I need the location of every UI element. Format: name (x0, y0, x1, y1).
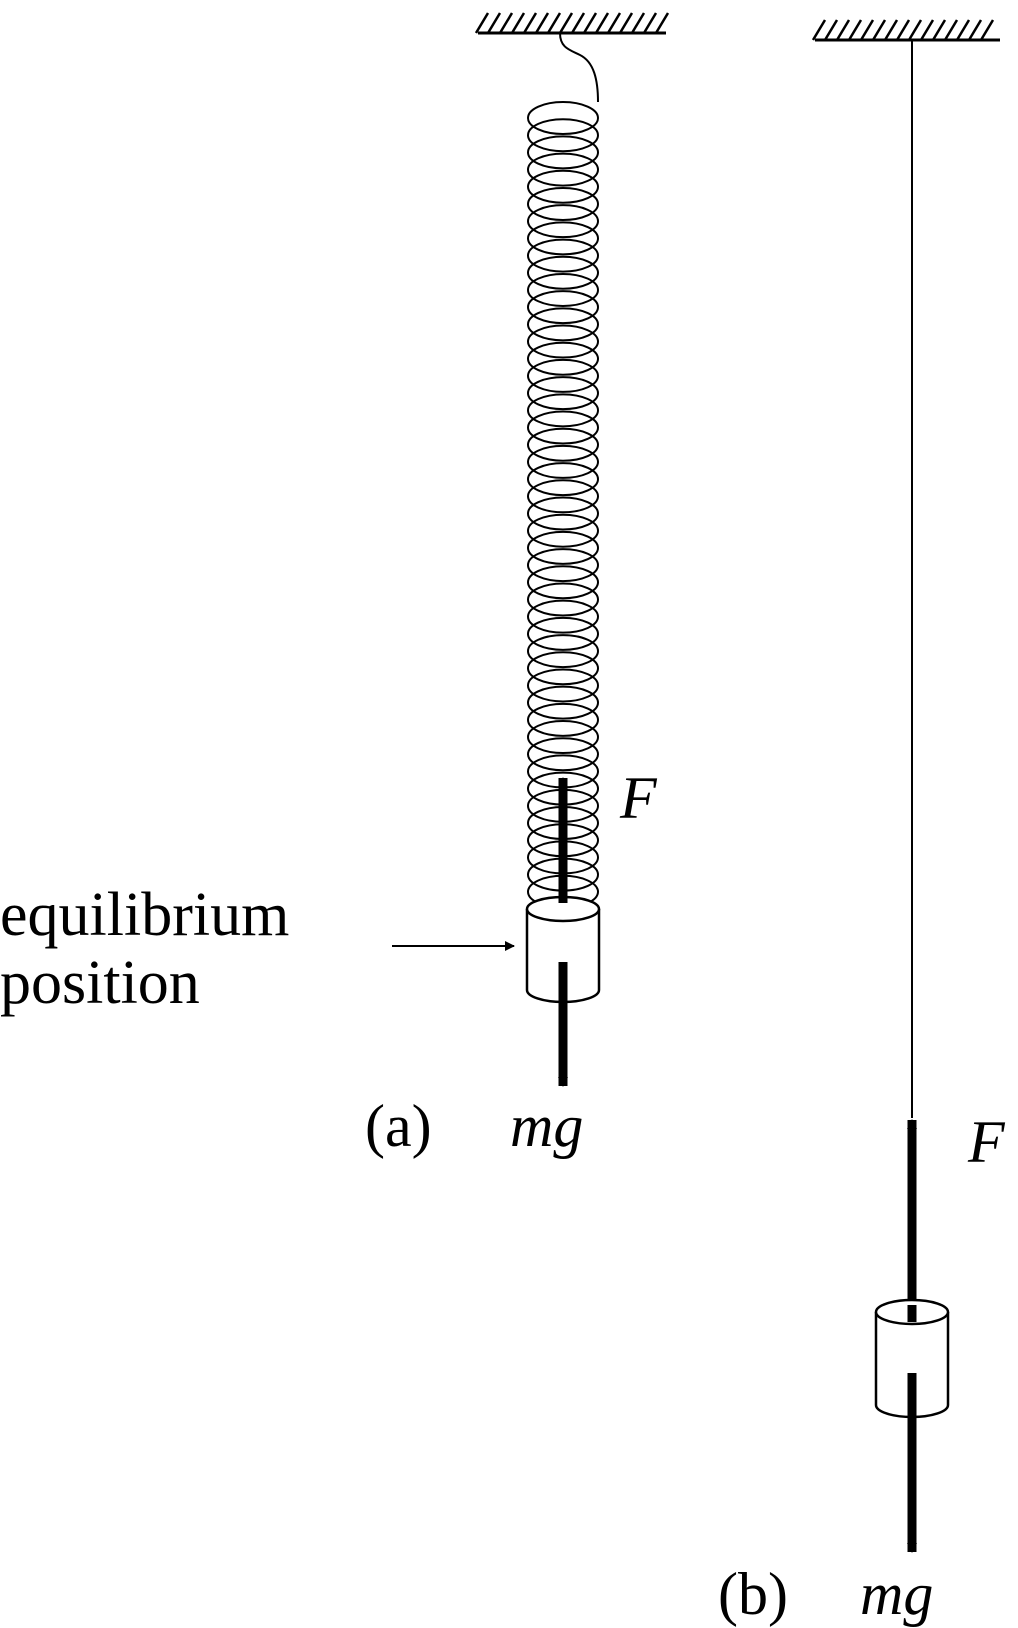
equilibrium-label-line1: equilibrium (0, 881, 289, 949)
ceiling-hatch-line (811, 19, 827, 41)
weight-label-a: mg (510, 1093, 583, 1159)
spring-coil (527, 393, 599, 428)
spring-coil (527, 530, 599, 565)
spring-coil (527, 548, 599, 583)
ceiling-hatch-line (847, 19, 863, 41)
ceiling-hatch-line (570, 12, 586, 34)
ceiling-hatch-line (871, 19, 887, 41)
ceiling-hatch-line (618, 12, 634, 34)
spring-coil (527, 479, 599, 514)
ceiling-hatch-line (498, 12, 514, 34)
coil-spring (527, 101, 599, 909)
spring-coil (527, 651, 599, 686)
spring-hook-wire (559, 32, 599, 103)
panel-label-a: (a) (365, 1093, 432, 1159)
spring-coil (527, 565, 599, 600)
spring-coil (527, 737, 599, 772)
cylinder-mass-a (525, 895, 601, 1004)
ceiling-hatch-line (630, 12, 646, 34)
ceiling-hatch-line (546, 12, 562, 34)
ceiling-hatch-line (474, 12, 490, 34)
spring-coil (527, 272, 599, 307)
spring-coil (527, 702, 599, 737)
spring-coil (527, 169, 599, 204)
spring-coil (527, 444, 599, 479)
ceiling-hatch-line (534, 12, 550, 34)
ceiling-hatch-line (486, 12, 502, 34)
ceiling-hatch-line (835, 19, 851, 41)
ceiling-hatch-line (859, 19, 875, 41)
ceiling-hatch-line (606, 12, 622, 34)
ceiling-hatch-line (823, 19, 839, 41)
ceiling-support-b (811, 19, 1000, 42)
figure-b: F (b) mg (718, 19, 1006, 1627)
ceiling-hatch-line (642, 12, 658, 34)
ceiling-hatch-line (582, 12, 598, 34)
spring-coil (527, 186, 599, 221)
spring-coil (527, 410, 599, 445)
ceiling-hatch-line (510, 12, 526, 34)
spring-coil (527, 616, 599, 651)
ceiling-support-a (474, 12, 670, 35)
ceiling-hatch-line (558, 12, 574, 34)
ceiling-hatch-line (907, 19, 923, 41)
spring-coil (527, 118, 599, 153)
ceiling-hatch-line (522, 12, 538, 34)
spring-coil (527, 462, 599, 497)
ceiling-hatch-line (955, 19, 971, 41)
spring-coil (527, 324, 599, 359)
spring-coil (527, 582, 599, 617)
weight-label-b: mg (860, 1561, 933, 1627)
spring-coil (527, 255, 599, 290)
ceiling-hatch-line (594, 12, 610, 34)
ceiling-hatch-line (979, 19, 995, 41)
spring-coil (527, 204, 599, 239)
tension-force-label: F (967, 1109, 1006, 1175)
spring-coil (527, 341, 599, 376)
spring-coil (527, 720, 599, 755)
spring-coil (527, 634, 599, 669)
ceiling-hatch-line (883, 19, 899, 41)
spring-coil (527, 668, 599, 703)
spring-coil (527, 376, 599, 411)
spring-coil (527, 685, 599, 720)
spring-coil (527, 238, 599, 273)
spring-coil (527, 307, 599, 342)
spring-coil (527, 221, 599, 256)
ceiling-hatch-line (654, 12, 670, 34)
equilibrium-label-line2: position (0, 949, 200, 1017)
spring-coil (527, 358, 599, 393)
spring-coil (527, 427, 599, 462)
spring-coil (527, 513, 599, 548)
ceiling-hatch-line (919, 19, 935, 41)
spring-force-label: F (619, 765, 658, 831)
panel-label-b: (b) (718, 1561, 788, 1627)
ceiling-hatch-line (931, 19, 947, 41)
ceiling-hatch-line (967, 19, 983, 41)
figure-a: F equilibrium position (a) mg (0, 12, 670, 1159)
spring-coil (527, 152, 599, 187)
spring-coil (527, 599, 599, 634)
ceiling-hatch-line (895, 19, 911, 41)
spring-coil (527, 496, 599, 531)
ceiling-hatch-line (943, 19, 959, 41)
spring-coil (527, 135, 599, 170)
spring-coil (527, 101, 599, 135)
spring-coil (527, 290, 599, 325)
